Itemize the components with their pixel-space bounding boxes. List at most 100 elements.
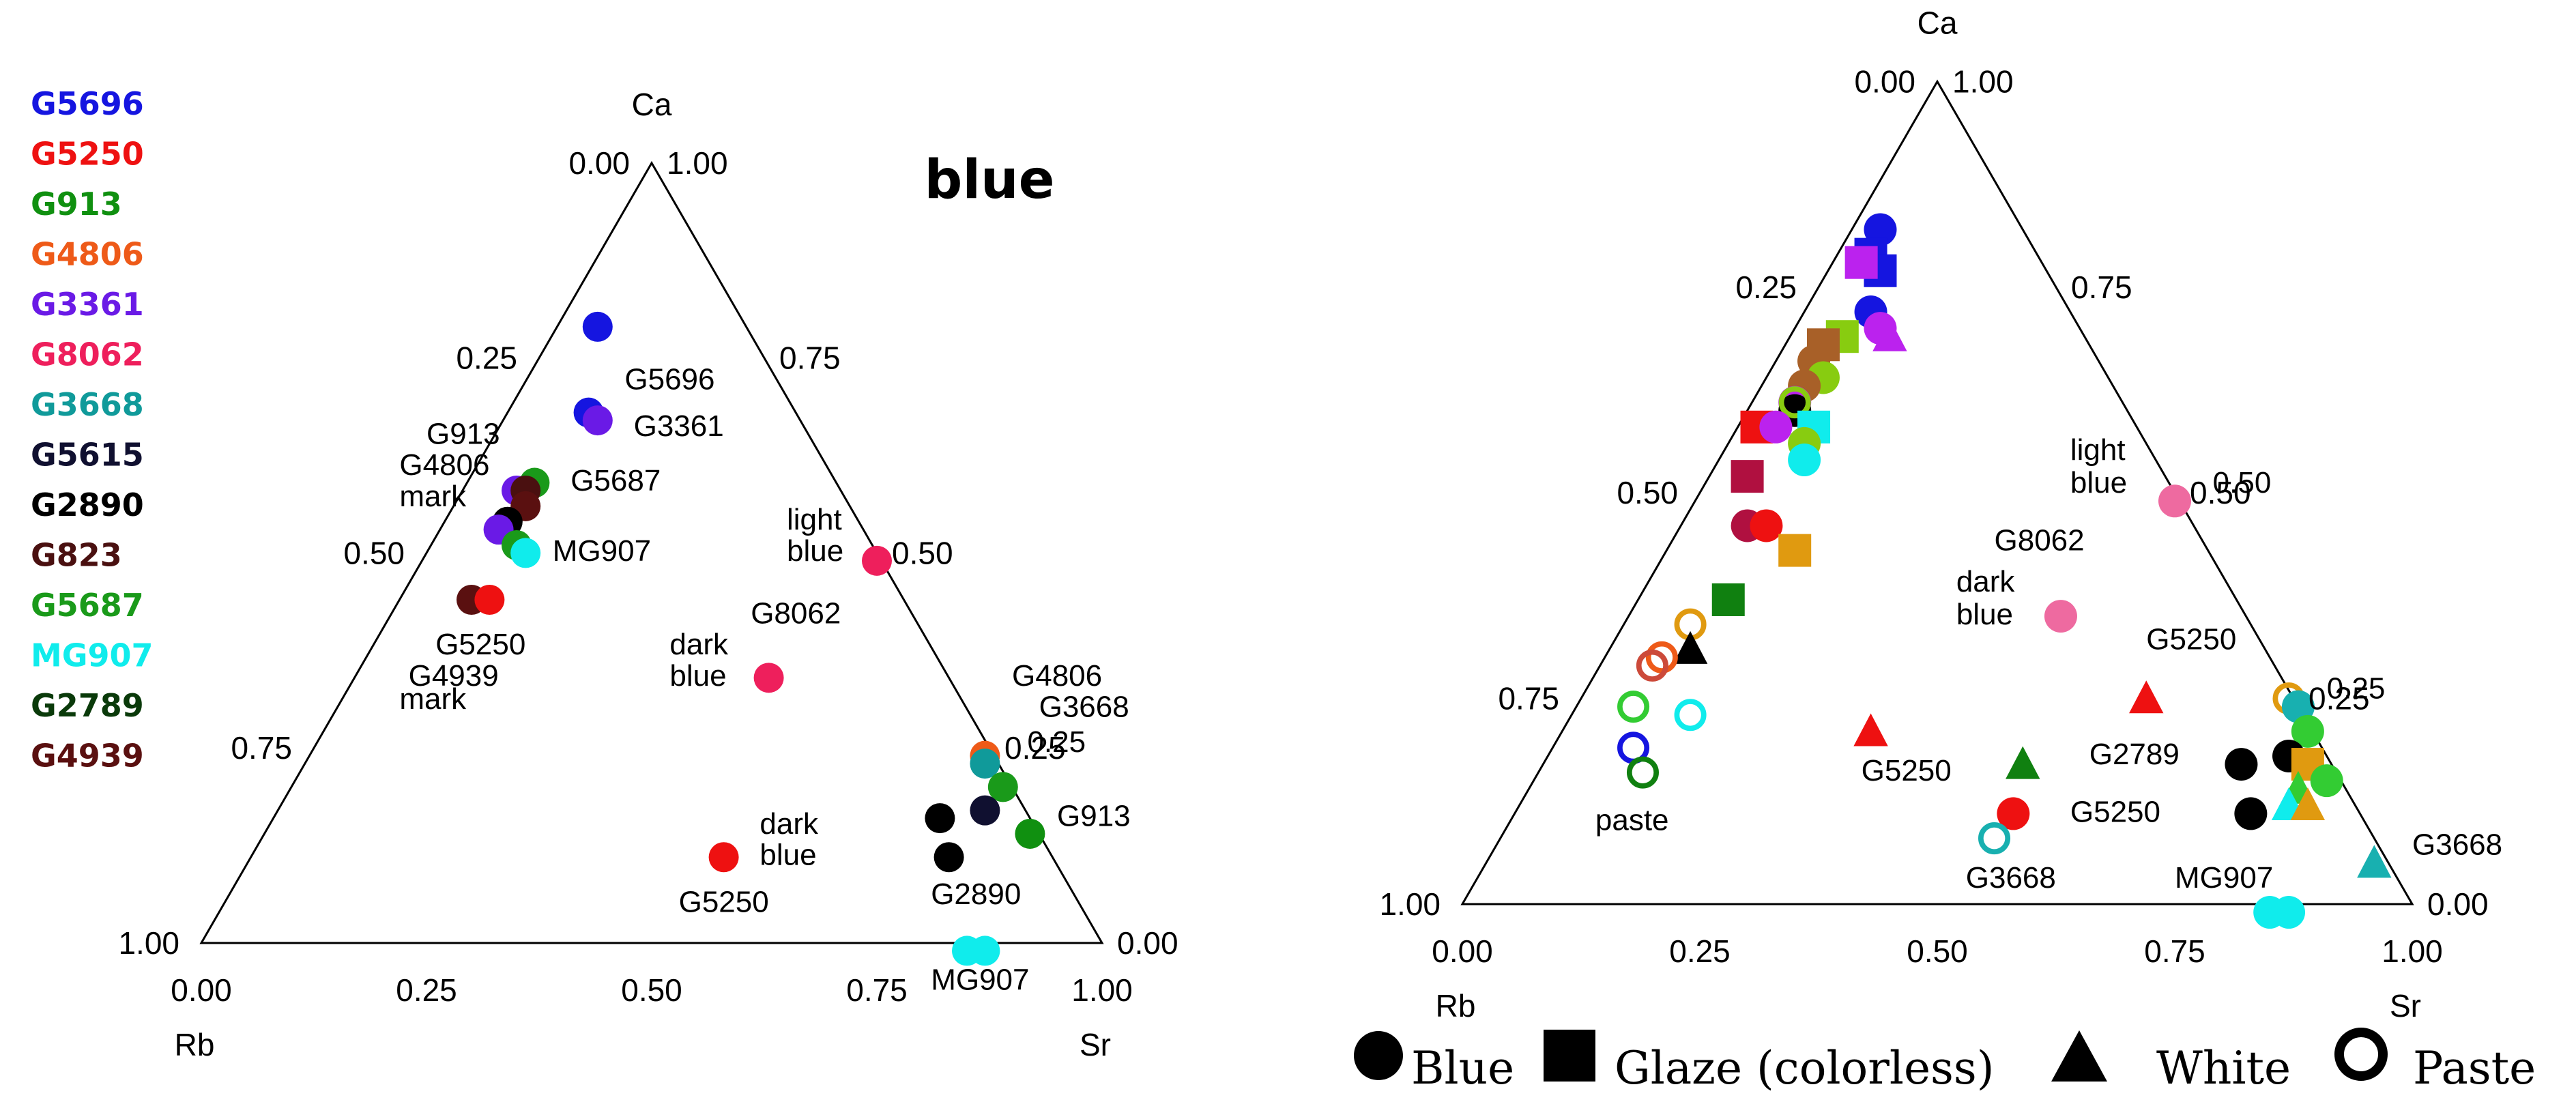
tick-label-bottom: 0.25: [1669, 933, 1731, 969]
data-point: [2357, 845, 2392, 878]
data-point: [970, 935, 1000, 966]
annotation-label: G3361: [634, 409, 724, 443]
tick-label-left: 0.50: [1617, 475, 1678, 510]
legend-entry: G5687: [31, 587, 144, 624]
annotation-label: MG907: [553, 534, 651, 568]
key-white-triangle-icon: [2051, 1030, 2107, 1082]
annotation-label: G4806: [1012, 659, 1102, 693]
legend-entry: G5615: [31, 437, 144, 474]
annotation-label: 0.25: [2327, 672, 2386, 706]
annotation-label: dark: [759, 807, 819, 841]
tick-label-left: 0.50: [343, 535, 405, 570]
tick-label-bottom: 1.00: [1071, 972, 1133, 1008]
axis-label-right: Sr: [2390, 988, 2421, 1024]
key-white-label: White: [2156, 1042, 2291, 1094]
tick-label-left: 0.00: [568, 145, 630, 181]
data-point: [582, 311, 613, 342]
data-point: [2129, 680, 2164, 714]
tick-label-left: 0.25: [456, 340, 517, 376]
annotation-label: blue: [1956, 598, 2013, 631]
annotation-label: light: [2070, 433, 2126, 467]
tick-label-right: 0.75: [2071, 270, 2132, 305]
annotation-label: G5250: [679, 885, 769, 918]
marker-key: Blue Glaze (colorless) White Paste: [1354, 1028, 2536, 1094]
tick-label-right: 0.25: [1004, 730, 1066, 766]
axis-label-left: Rb: [1436, 988, 1476, 1024]
data-point: [1778, 534, 1812, 567]
legend-entry: G3668: [31, 386, 144, 423]
annotation-label: G2789: [2089, 738, 2180, 771]
data-point: [1788, 444, 1821, 477]
annotation-label: blue: [669, 659, 726, 693]
data-point: [1997, 797, 2030, 830]
data-point: [934, 842, 964, 873]
annotation-label: G5250: [2146, 622, 2236, 656]
left-triangle-frame: [199, 160, 1104, 944]
data-point: [970, 795, 1000, 826]
key-blue-label: Blue: [1411, 1042, 1514, 1094]
data-point: [1778, 386, 1811, 419]
annotation-label: G3668: [2412, 828, 2502, 862]
data-point: [1864, 213, 1897, 246]
legend-entry: G4939: [31, 738, 144, 774]
annotation-label: dark: [669, 628, 729, 661]
annotation-label: G5250: [2070, 795, 2160, 828]
key-blue-circle-icon: [1354, 1031, 1403, 1080]
data-point: [2310, 764, 2343, 798]
tick-label-left: 0.25: [1735, 270, 1797, 305]
data-point: [987, 772, 1018, 802]
annotation-label: G4806: [399, 448, 489, 482]
tick-label-left: 0.00: [1854, 63, 1915, 99]
key-paste-ring-icon: [2334, 1028, 2388, 1081]
data-point: [1645, 641, 1678, 673]
legend-entry: G823: [31, 537, 122, 574]
tick-label-left: 0.75: [231, 730, 292, 766]
data-point: [1015, 818, 1045, 849]
tick-label-bottom: 0.50: [621, 972, 682, 1008]
data-point: [862, 545, 892, 576]
tick-label-right: 1.00: [667, 145, 728, 181]
annotation-label: light: [787, 503, 842, 536]
key-glaze-label: Glaze (colorless): [1615, 1042, 1995, 1094]
annotation-label: blue: [2070, 466, 2127, 499]
data-point: [1674, 699, 1707, 731]
annotation-label: G5687: [570, 464, 661, 497]
legend-entry: G913: [31, 186, 122, 222]
annotation-label: G5696: [624, 362, 714, 396]
data-point: [1978, 822, 2011, 855]
data-point: [2281, 690, 2315, 723]
annotation-label: G4939: [409, 659, 499, 693]
tick-label-bottom: 0.50: [1907, 933, 1968, 969]
tick-label-bottom: 0.75: [2144, 933, 2205, 969]
axis-label-top: Ca: [632, 87, 672, 122]
legend-entry: G4806: [31, 236, 144, 273]
key-paste-label: Paste: [2413, 1042, 2536, 1094]
data-point: [1673, 630, 1708, 664]
legend-entry: G8062: [31, 336, 144, 373]
annotation-label: MG907: [2175, 861, 2273, 895]
annotation-label: G5250: [435, 628, 525, 661]
data-point: [474, 585, 505, 615]
left-points-layer: [457, 311, 1045, 966]
data-point: [582, 405, 613, 436]
annotation-label: G5250: [1862, 754, 1952, 787]
data-point: [1636, 649, 1668, 682]
data-point: [925, 803, 955, 834]
annotation-label: paste: [1595, 804, 1669, 837]
tick-label-right: 1.00: [1952, 63, 2014, 99]
tick-label-bottom: 0.00: [171, 972, 232, 1008]
left-chart-title: blue: [924, 149, 1054, 211]
tick-label-right: 0.00: [1117, 925, 1178, 961]
tick-label-left: 0.75: [1498, 681, 1559, 716]
annotation-label: 0.50: [2213, 466, 2272, 499]
annotation-label: G3668: [1966, 861, 2056, 895]
legend-entry: G5696: [31, 85, 144, 122]
data-point: [2158, 484, 2191, 518]
annotation-label: blue: [787, 534, 843, 568]
tick-label-right: 0.75: [779, 340, 841, 376]
data-point: [753, 663, 784, 693]
data-point: [1844, 246, 1878, 279]
